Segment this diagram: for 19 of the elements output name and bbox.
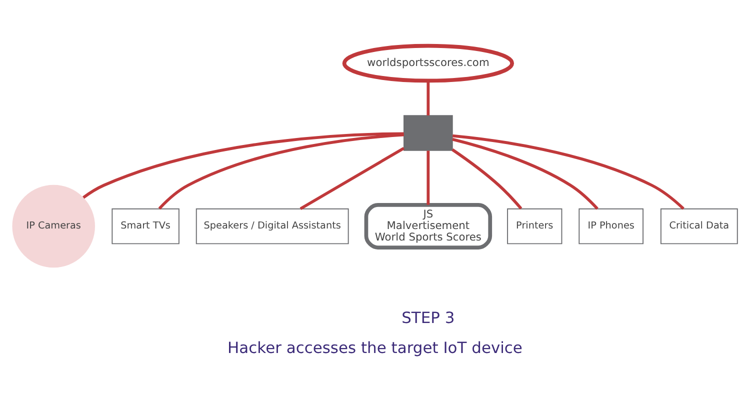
node-box: Printers [507, 208, 562, 244]
connector [300, 146, 405, 210]
connector [158, 133, 404, 210]
connector [452, 138, 598, 210]
node-box: Speakers / Digital Assistants [196, 208, 349, 244]
node-box: Smart TVs [112, 208, 180, 244]
connector [82, 132, 404, 199]
node-box: IP Phones [578, 208, 644, 244]
connector [426, 81, 430, 116]
connector [426, 150, 430, 205]
diagram-title: Hacker accesses the target IoT device [228, 339, 522, 358]
connector [452, 148, 522, 210]
node-box [404, 115, 453, 151]
node-box: JS Malvertisement World Sports Scores [364, 203, 492, 250]
node-ellipse: worldsportsscores.com [342, 44, 514, 83]
node-box: Critical Data [660, 208, 738, 244]
node-circle: IP Cameras [12, 184, 96, 268]
label: STEP 3 [402, 309, 455, 328]
connector [452, 134, 684, 210]
